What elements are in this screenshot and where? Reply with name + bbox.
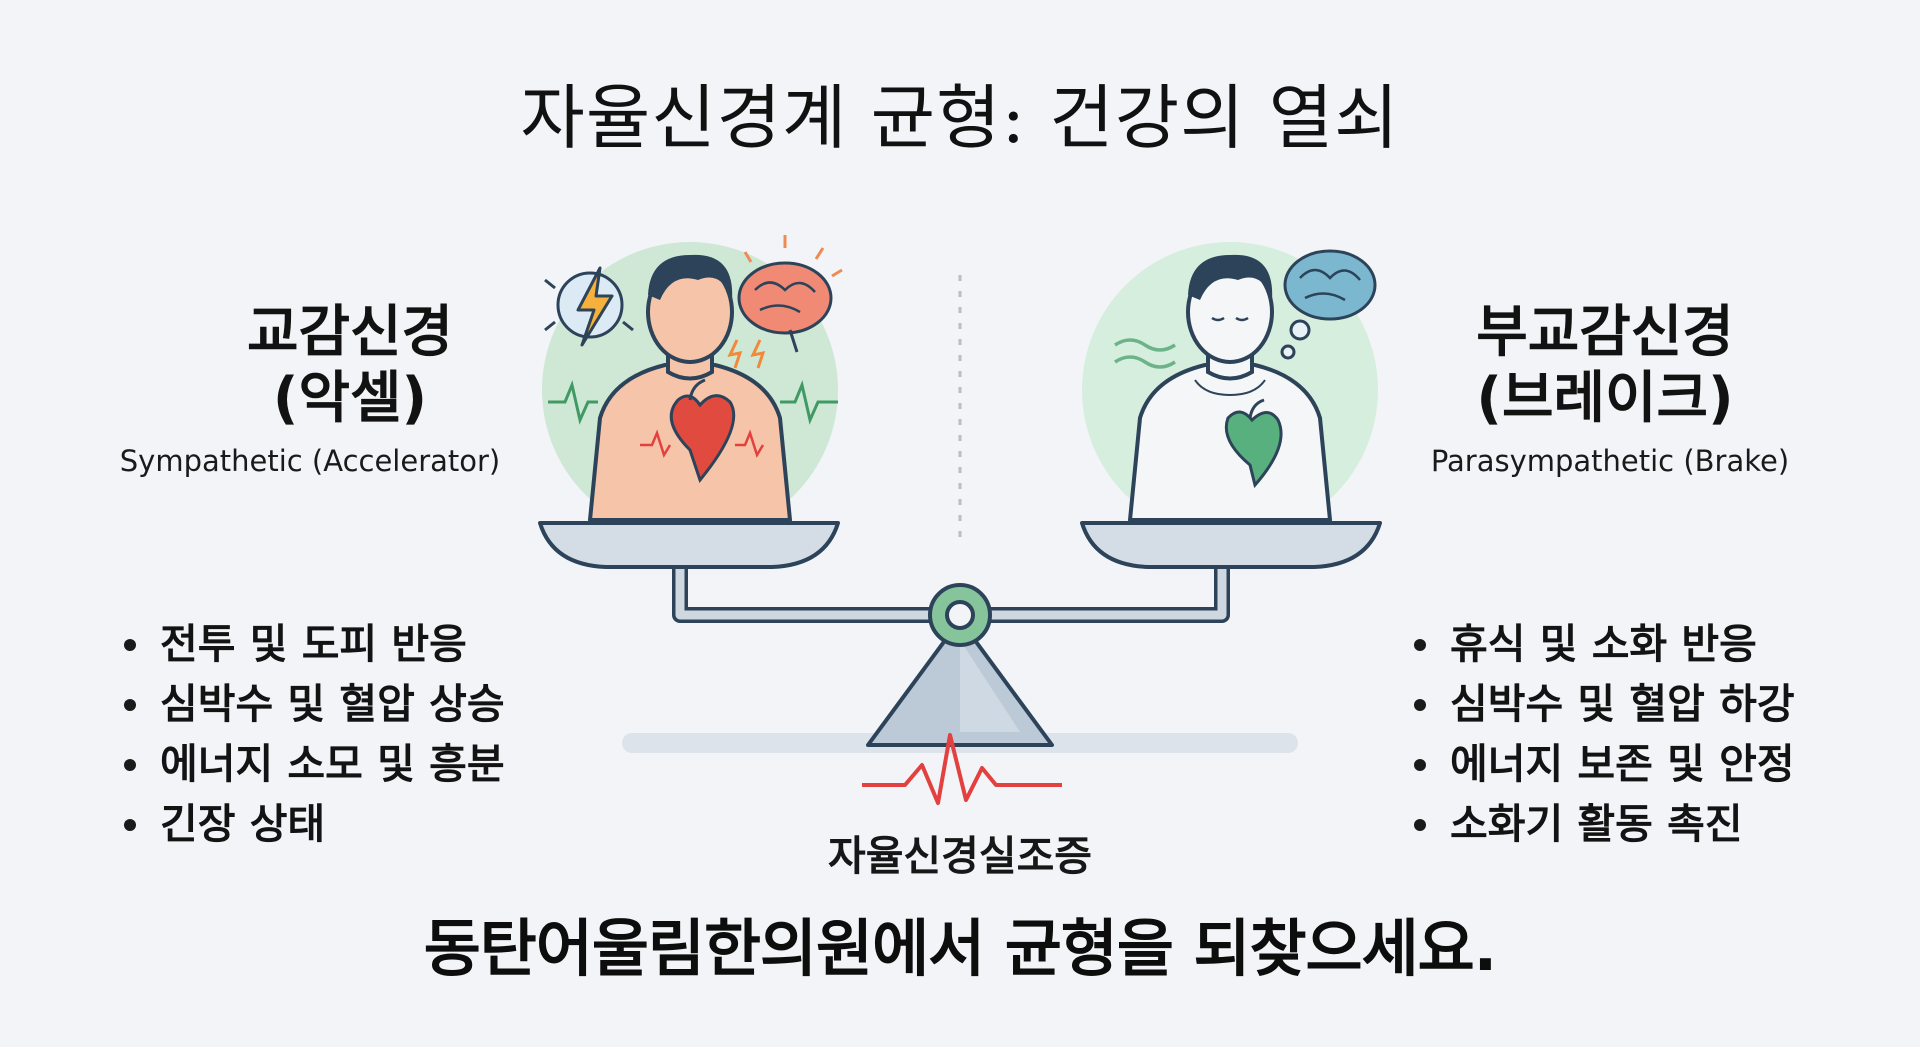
list-item: 휴식 및 소화 반응	[1410, 614, 1795, 674]
sympathetic-effects-list: 전투 및 도피 반응 심박수 및 혈압 상승 에너지 소모 및 흥분 긴장 상태	[120, 614, 505, 854]
list-item: 긴장 상태	[120, 794, 505, 854]
list-item: 심박수 및 혈압 상승	[120, 674, 505, 734]
sympathetic-title-line2: (악셀)	[272, 366, 428, 431]
left-scale-pan	[538, 521, 840, 569]
sympathetic-title: 교감신경 (악셀)	[150, 300, 550, 432]
sympathetic-figure	[542, 235, 843, 538]
parasympathetic-effects-list: 휴식 및 소화 반응 심박수 및 혈압 하강 에너지 보존 및 안정 소화기 활…	[1410, 614, 1795, 854]
center-label: 자율신경실조증	[827, 832, 1093, 880]
list-item: 에너지 보존 및 안정	[1410, 734, 1795, 794]
parasympathetic-subtitle: Parasympathetic (Brake)	[1430, 444, 1790, 478]
sympathetic-title-line1: 교감신경	[246, 300, 454, 365]
list-item: 에너지 소모 및 흥분	[120, 734, 505, 794]
parasympathetic-title: 부교감신경 (브레이크)	[1400, 300, 1810, 432]
pulse-icon	[862, 733, 1062, 805]
footer-message: 동탄어울림한의원에서 균형을 되찾으세요.	[423, 912, 1497, 985]
heart-icon	[1224, 398, 1283, 489]
parasympathetic-title-line2: (브레이크)	[1476, 366, 1734, 431]
list-item: 전투 및 도피 반응	[120, 614, 505, 674]
brain-icon	[1280, 249, 1377, 360]
list-item: 소화기 활동 촉진	[1410, 794, 1795, 854]
list-item: 심박수 및 혈압 하강	[1410, 674, 1795, 734]
sympathetic-subtitle: Sympathetic (Accelerator)	[119, 444, 501, 478]
parasympathetic-title-line1: 부교감신경	[1476, 300, 1734, 365]
page-title: 자율신경계 균형: 건강의 열쇠	[520, 77, 1400, 159]
right-scale-pan	[1080, 521, 1382, 569]
brain-icon	[727, 235, 843, 369]
wave-icon	[1114, 338, 1176, 369]
heart-icon	[669, 378, 736, 484]
lightning-icon	[544, 266, 634, 347]
parasympathetic-figure	[1082, 242, 1378, 538]
